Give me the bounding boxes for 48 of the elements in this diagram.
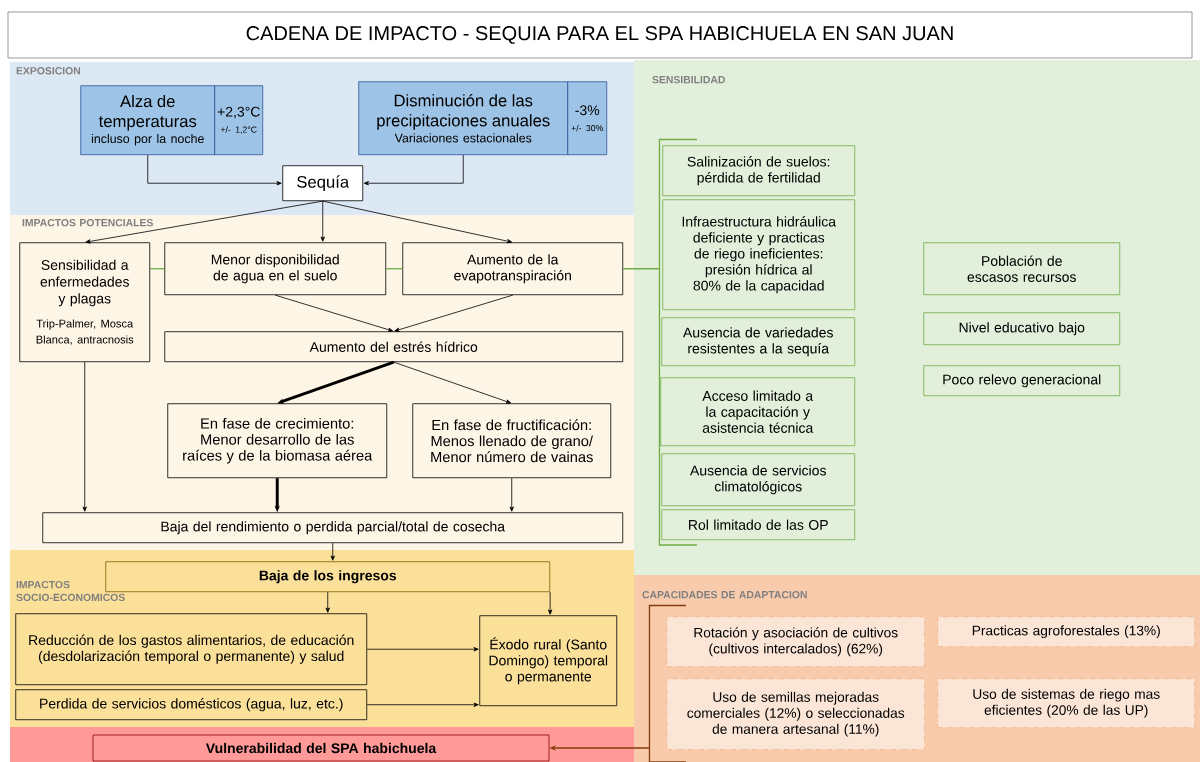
factor-box: Salinización de suelos: pérdida de fertilidad bbox=[662, 145, 856, 197]
impact-box: Aumento del estrés hídrico bbox=[164, 331, 624, 363]
arrow bbox=[548, 591, 553, 615]
arrow bbox=[366, 702, 479, 707]
impact-box: En fase de fructificación: Menos llenado de grano/ Menor número de vainas bbox=[412, 403, 612, 479]
arrow bbox=[509, 477, 514, 512]
impact-box: Éxodo rural (Santo Domingo) temporal o permanente bbox=[479, 615, 618, 707]
impact-box: Baja de los ingresos bbox=[105, 561, 551, 593]
connector-line bbox=[622, 268, 661, 270]
adaptation-box: Uso de semillas mejoradas comerciales (12%) o seleccionadas de manera artesanal (11%) bbox=[666, 678, 926, 751]
arrow bbox=[366, 647, 479, 652]
connector-line bbox=[149, 268, 165, 270]
adaptation-box: Rotación y asociación de cultivos (cultivos intercalados) (62%) bbox=[666, 616, 926, 668]
title: CADENA DE IMPACTO - SEQUIA PARA EL SPA HABICHUELA EN SAN JUAN bbox=[7, 11, 1193, 59]
arrow bbox=[363, 154, 464, 186]
value-box: -3% +/- 30% bbox=[567, 81, 608, 156]
arrow bbox=[393, 361, 512, 404]
factor-box: Rol limitado de las OP bbox=[661, 509, 856, 541]
impact-box: Aumento de la evapotranspiración bbox=[402, 242, 624, 296]
result-box: Vulnerabilidad del SPA habichuela bbox=[92, 734, 550, 762]
connector-line bbox=[385, 268, 403, 270]
impact-box: Reducción de los gastos alimentarios, de educación (desdolarización temporal o permanente) y salud bbox=[15, 613, 368, 686]
factor-box: Ausencia de variedades resistentes a la sequía bbox=[661, 317, 856, 367]
factor-box: Infraestructura hidráulica deficiente y practicas de riego ineficientes: presión hídrica al 80% de la capacidad bbox=[662, 199, 856, 311]
arrow bbox=[320, 200, 325, 242]
arrow bbox=[85, 200, 324, 244]
arrow bbox=[394, 294, 514, 332]
arrow bbox=[322, 200, 513, 244]
factor-box: Población de escasos recursos bbox=[923, 242, 1121, 296]
factor-box: Acceso limitado a la capacitación y asistencia técnica bbox=[660, 377, 856, 447]
adaptation-box: Uso de sistemas de riego mas eficientes (20% de las UP) bbox=[937, 678, 1196, 729]
impact-box: Perdida de servicios domésticos (agua, luz, etc.) bbox=[15, 689, 368, 721]
arrow bbox=[325, 591, 330, 613]
arrow bbox=[274, 294, 394, 332]
factor-box: Poco relevo generacional bbox=[923, 365, 1121, 397]
factor-box: Nivel educativo bajo bbox=[923, 312, 1121, 346]
arrow bbox=[147, 154, 282, 186]
arrow bbox=[82, 361, 87, 512]
impact-box: Sensibilidad a enfermedades y plagas Trip-Palmer, Mosca Blanca, antracnosis bbox=[19, 242, 151, 363]
arrow bbox=[330, 542, 335, 561]
adaptation-box: Practicas agroforestales (13%) bbox=[937, 616, 1196, 648]
process-box: Sequía bbox=[282, 165, 364, 202]
bracket bbox=[648, 604, 687, 762]
impact-box: Menor disponibilidad de agua en el suelo bbox=[164, 242, 387, 296]
value-box: +2,3°C +/- 1,2°C bbox=[214, 85, 264, 156]
impact-box: En fase de crecimiento: Menor desarrollo de las raíces y de la biomasa aérea bbox=[167, 403, 388, 479]
impact-box: Baja del rendimiento o perdida parcial/total de cosecha bbox=[42, 512, 624, 544]
factor-box: Ausencia de servicios climatológicos bbox=[661, 453, 856, 507]
